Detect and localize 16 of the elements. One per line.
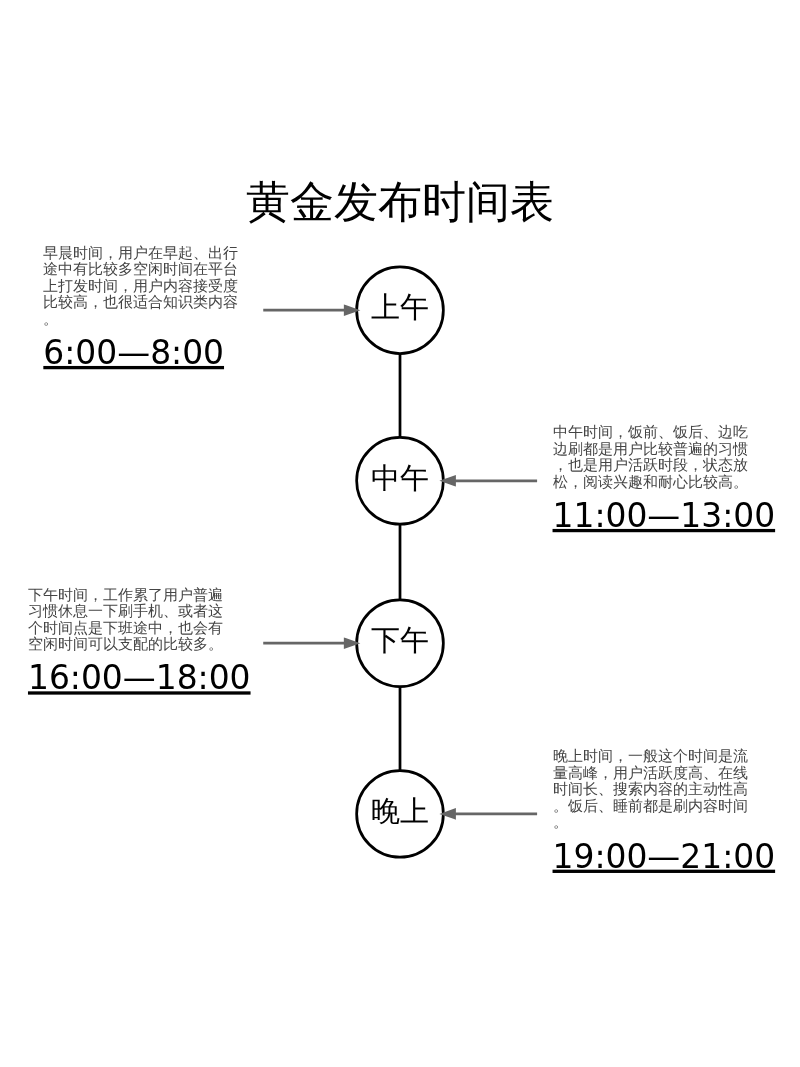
node-text: 中午时间，饭前、饭后、边吃边刷都是用户比较普遍的习惯，也是用户活跃时段，状态放松，阅读兴趣和耐心比较高。 11:00—13:00 — [552, 423, 776, 535]
node-circle: 晚上 — [355, 769, 445, 859]
node-text: 晚上时间，一般这个时间是流量高峰，用户活跃度高、在线时间长、搜索内容的主动性高。饭后、睡前都是刷内容时间。 19:00—21:00 — [552, 747, 776, 876]
connector — [398, 686, 402, 771]
node-circle: 中午 — [355, 436, 445, 526]
connector — [398, 353, 402, 438]
node-text: 早晨时间，用户在早起、出行途中有比较多空闲时间在平台上打发时间，用户内容接受度比较高，也很适合知识类内容。 6:00—8:00 — [43, 243, 239, 372]
node-circle: 下午 — [355, 598, 445, 688]
diagram-title: 黄金发布时间表 — [246, 175, 554, 227]
node-circle: 上午 — [355, 265, 445, 355]
arrow — [263, 637, 361, 649]
node-text: 下午时间，工作累了用户普遍习惯休息一下刷手机、或者这个时间点是下班途中，也会有空闲时间可以支配的比较多。 16:00—18:00 — [27, 585, 251, 698]
connector — [398, 524, 402, 600]
arrow — [439, 808, 538, 820]
arrow — [439, 475, 538, 487]
arrow — [263, 304, 361, 316]
